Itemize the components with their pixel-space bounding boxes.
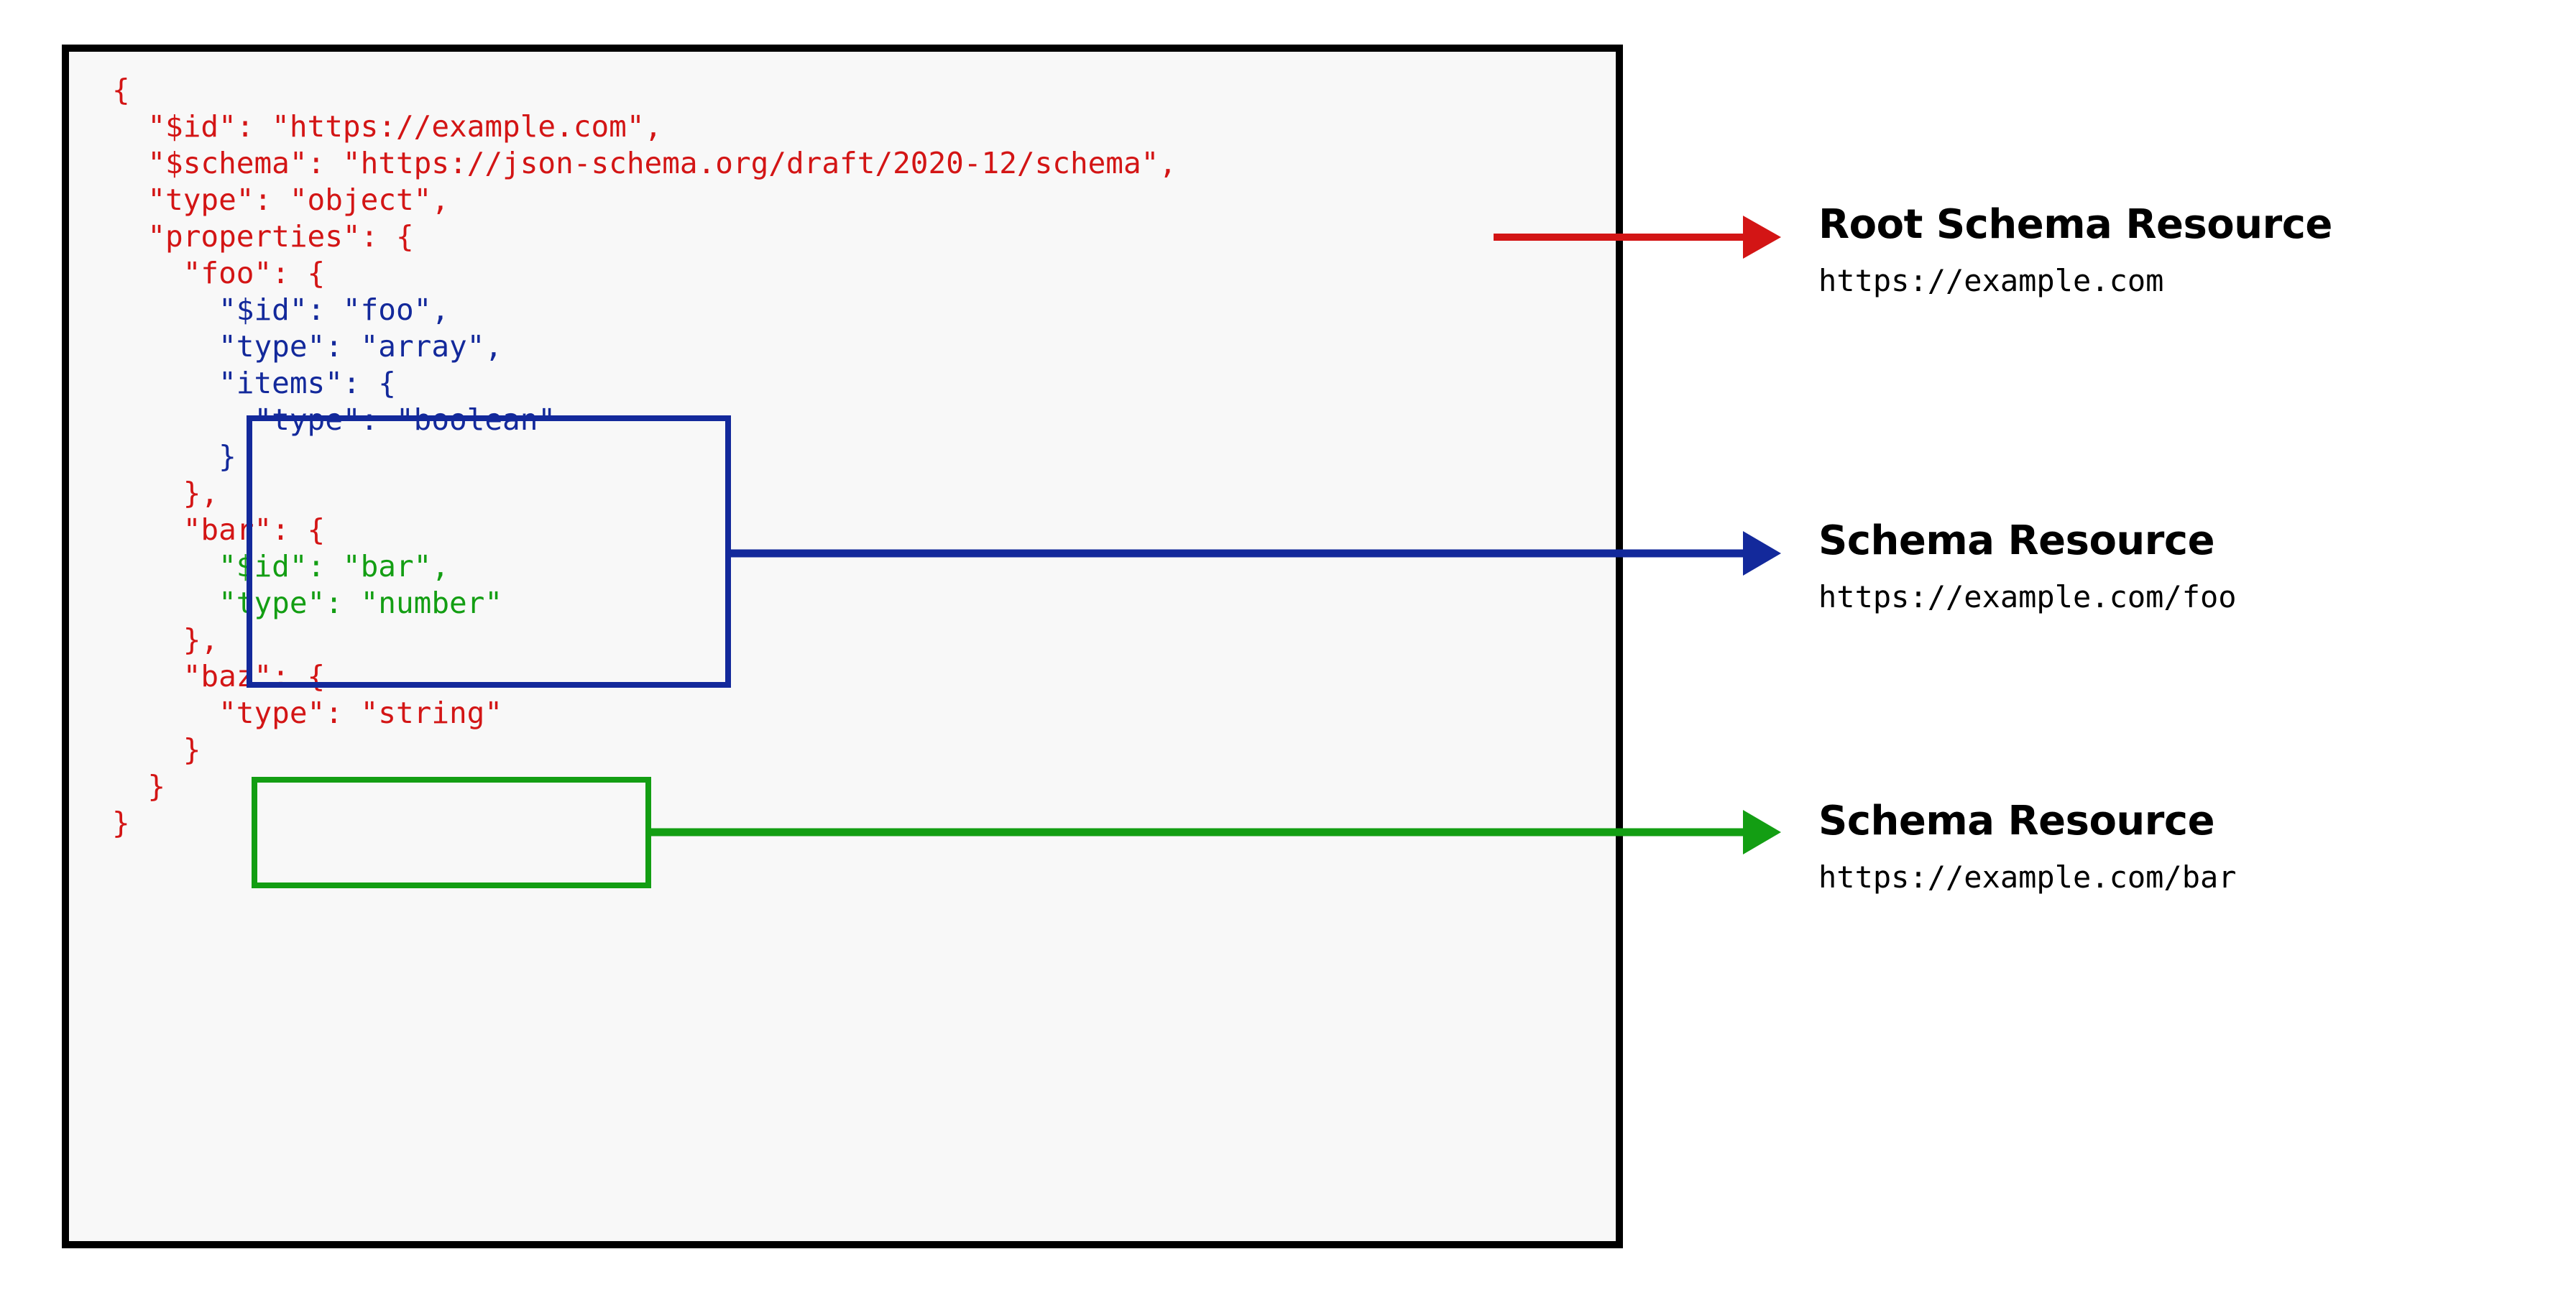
annotation-title: Schema Resource (1818, 517, 2215, 564)
code-line: }, (112, 622, 219, 657)
foo-arrow-head (1743, 531, 1781, 576)
code-line: }, (112, 476, 219, 510)
annotation-foo-schema: Schema Resource https://example.com/foo (1818, 519, 2237, 615)
code-line: "foo": { (112, 256, 326, 290)
code-line: "$schema": "https://json-schema.org/draf… (112, 146, 1177, 180)
annotation-url: https://example.com/bar (1818, 860, 2237, 895)
annotation-url: https://example.com/foo (1818, 579, 2237, 614)
code-line: { (112, 73, 130, 107)
json-schema-code: { "$id": "https://example.com", "$schema… (112, 72, 1177, 842)
code-line: "properties": { (112, 219, 414, 254)
code-line: "baz": { (112, 659, 326, 693)
bar-arrow-head (1743, 810, 1781, 854)
code-line: "type": "object", (112, 183, 449, 217)
code-line: "type": "string" (112, 696, 503, 730)
code-line: } (112, 769, 166, 803)
code-line: "$id": "foo", (112, 292, 449, 327)
code-line: } (112, 439, 236, 474)
root-arrow-head (1743, 216, 1781, 259)
annotation-title: Root Schema Resource (1818, 201, 2332, 248)
code-line: "type": "array", (112, 329, 503, 364)
code-line: } (112, 806, 130, 840)
code-line: "type": "number" (112, 586, 503, 620)
annotation-bar-schema: Schema Resource https://example.com/bar (1818, 799, 2237, 895)
annotation-root-schema: Root Schema Resource https://example.com (1818, 203, 2332, 299)
code-panel: { "$id": "https://example.com", "$schema… (62, 45, 1623, 1248)
code-line: "$id": "https://example.com", (112, 109, 663, 144)
code-line: } (112, 732, 201, 767)
code-line: "$id": "bar", (112, 549, 449, 584)
code-line: "bar": { (112, 512, 326, 547)
annotation-url: https://example.com (1818, 263, 2164, 298)
annotation-title: Schema Resource (1818, 798, 2215, 844)
code-line: "items": { (112, 366, 396, 400)
